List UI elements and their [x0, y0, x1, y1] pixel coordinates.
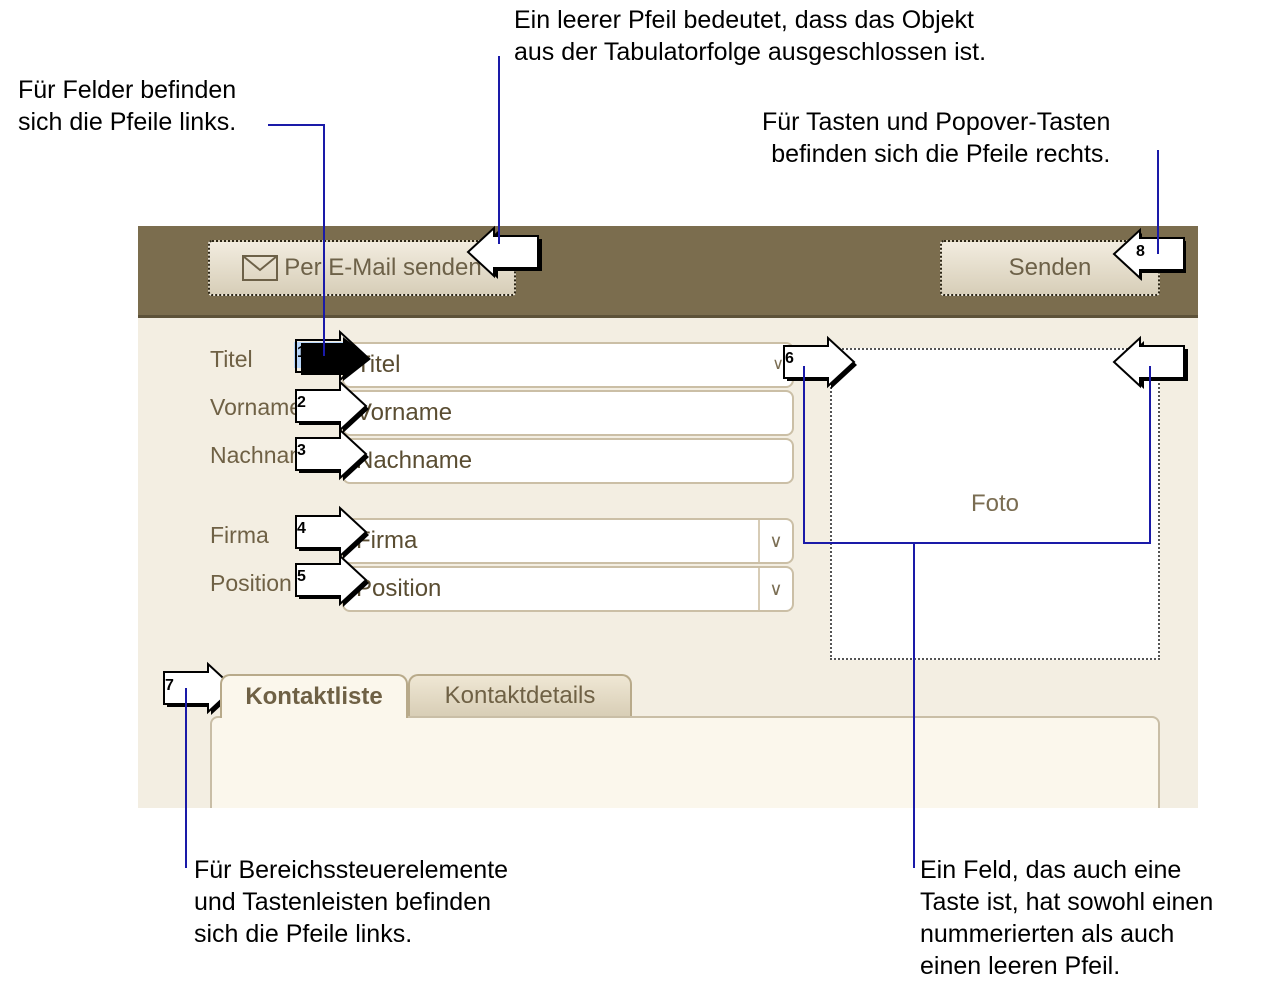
callout-line — [185, 688, 187, 868]
callout-panel-controls: Für Bereichssteuerelemente und Tastenlei… — [194, 856, 509, 948]
photo-label: Foto — [970, 490, 1020, 517]
tab-order-number-6: 6 — [785, 350, 794, 367]
position-field[interactable]: Position ∨ — [342, 566, 794, 612]
callout-line — [1157, 150, 1159, 254]
chevron-down-icon: ∨ — [769, 578, 783, 599]
position-dropdown-button[interactable]: ∨ — [758, 568, 792, 610]
tab-order-arrow-3 — [295, 427, 369, 481]
envelope-icon — [242, 255, 279, 281]
label-firma: Firma — [210, 522, 269, 548]
callout-line — [803, 366, 805, 544]
tab-order-arrow-7 — [163, 661, 237, 715]
send-label: Senden — [1008, 254, 1092, 281]
layout-window: Per E-Mail senden Senden Titel Vorname N… — [138, 226, 1198, 808]
label-vorname: Vorname — [210, 394, 303, 420]
callout-line — [268, 124, 324, 126]
empty-arrow-photo — [1112, 335, 1188, 389]
photo-field[interactable]: Foto — [830, 348, 1160, 660]
empty-arrow-email — [466, 225, 542, 279]
tab-order-number-4: 4 — [297, 520, 306, 537]
tab-order-arrow-2 — [295, 379, 369, 433]
vorname-value: Vorname — [356, 399, 453, 426]
callout-line — [803, 542, 1151, 544]
email-send-label: Per E-Mail senden — [284, 254, 482, 281]
tab-order-number-2: 2 — [297, 394, 306, 411]
tab-order-number-5: 5 — [297, 568, 306, 585]
tab-kontaktliste-label: Kontaktliste — [245, 683, 383, 710]
callout-empty-arrow: Ein leerer Pfeil bedeutet, dass das Obje… — [514, 6, 987, 66]
callout-buttons-right: Für Tasten und Popover-Tasten befinden s… — [762, 108, 1111, 168]
position-value: Position — [356, 575, 442, 602]
callout-line — [498, 56, 500, 244]
chevron-down-icon: ∨ — [769, 530, 783, 551]
firma-dropdown-button[interactable]: ∨ — [758, 520, 792, 562]
tab-order-arrow-8 — [1112, 227, 1186, 281]
label-titel: Titel — [210, 346, 253, 372]
tab-order-arrow-6 — [783, 335, 857, 389]
callout-fields-left: Für Felder befinden sich die Pfeile link… — [18, 76, 237, 136]
tab-panel — [210, 716, 1160, 808]
tab-order-arrow-1 — [295, 329, 371, 383]
tab-order-arrow-5 — [295, 553, 369, 607]
vorname-field[interactable]: Vorname — [342, 390, 794, 436]
toolbar: Per E-Mail senden Senden — [138, 226, 1198, 318]
tab-order-number-8: 8 — [1136, 243, 1145, 260]
callout-line — [1149, 366, 1151, 544]
nachname-field[interactable]: Nachname — [342, 438, 794, 484]
nachname-value: Nachname — [356, 447, 473, 474]
tab-kontaktdetails[interactable]: Kontaktdetails — [408, 674, 632, 716]
callout-field-button: Ein Feld, das auch eine Taste ist, hat s… — [920, 856, 1214, 980]
firma-field[interactable]: Firma ∨ — [342, 518, 794, 564]
tab-order-number-1: 1 — [297, 344, 306, 361]
label-position: Position — [210, 570, 292, 596]
chevron-down-icon: ∨ — [772, 356, 784, 373]
email-send-button[interactable]: Per E-Mail senden — [208, 240, 516, 296]
callout-line — [323, 124, 325, 356]
tab-kontaktliste[interactable]: Kontaktliste — [220, 674, 408, 718]
callout-line — [913, 542, 915, 868]
titel-field[interactable]: Titel ∨ — [342, 342, 794, 388]
tab-order-number-7: 7 — [165, 677, 174, 694]
tab-order-number-3: 3 — [297, 442, 306, 459]
tab-kontaktdetails-label: Kontaktdetails — [444, 682, 596, 709]
tab-order-arrow-4 — [295, 505, 369, 559]
